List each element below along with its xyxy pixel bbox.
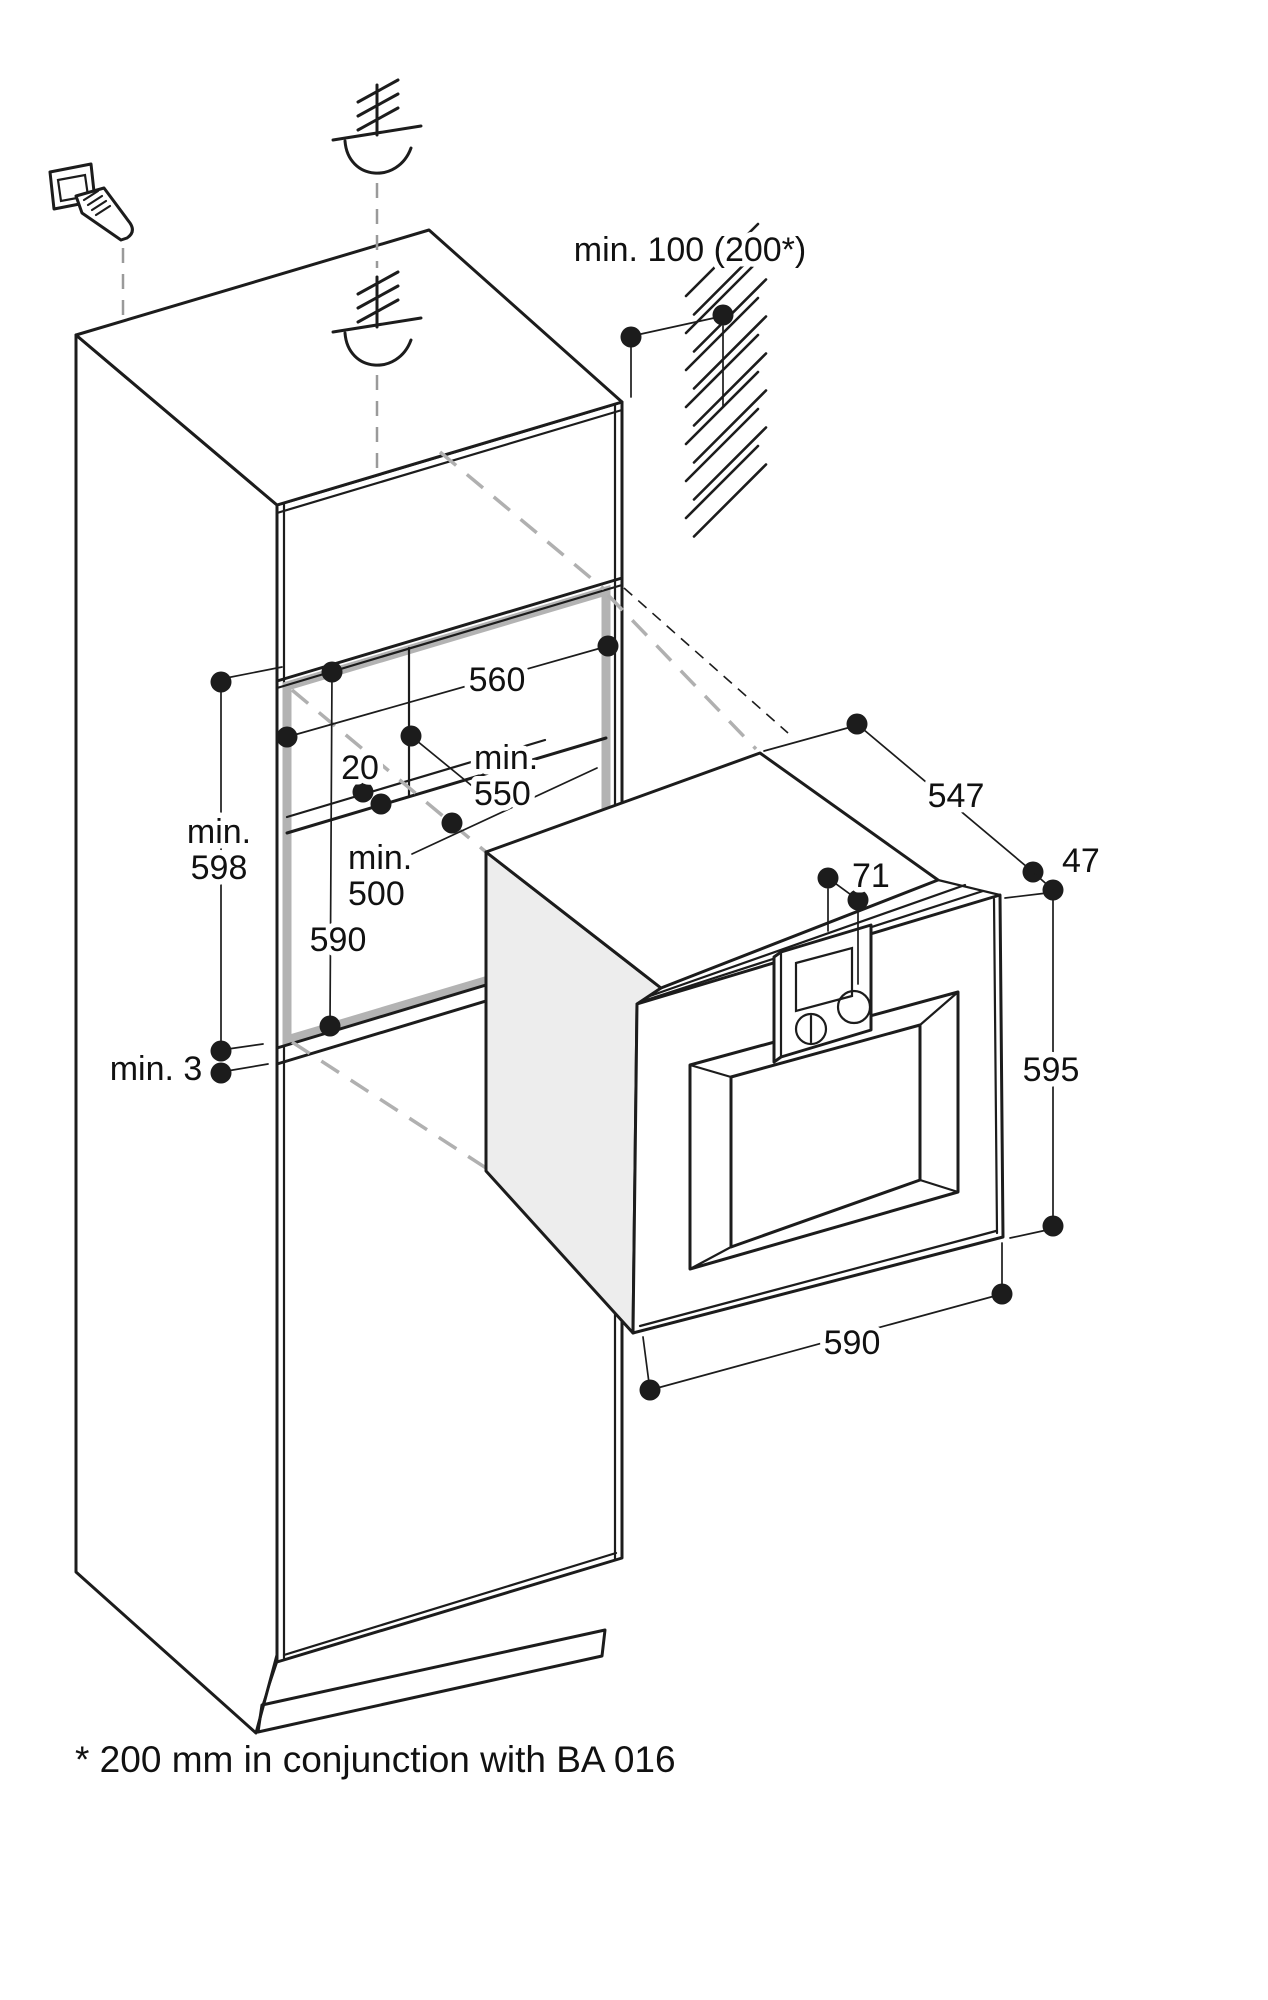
ceiling-anchor-icon bbox=[331, 78, 423, 175]
dim-oven-height-label: 595 bbox=[1023, 1051, 1080, 1089]
projection-lines bbox=[290, 450, 789, 1170]
dim-niche-depth-label-2: 550 bbox=[474, 775, 531, 813]
dim-setback-label: 20 bbox=[341, 749, 379, 787]
footnote: * 200 mm in conjunction with BA 016 bbox=[75, 1739, 676, 1780]
control-display bbox=[794, 946, 854, 1013]
right-knob bbox=[836, 989, 872, 1025]
dim-left-height-label-2: 598 bbox=[191, 849, 248, 887]
wall-hatch bbox=[684, 222, 768, 538]
dim-top-clearance-label: min. 100 (200*) bbox=[574, 231, 806, 269]
cabinet-left-face bbox=[74, 333, 279, 1735]
dimension-labels: min. 100 (200*) 560 20 min. 550 min. 598… bbox=[75, 226, 1105, 1781]
left-knob bbox=[794, 1012, 828, 1046]
oven bbox=[484, 751, 1005, 1335]
oven-control-panel bbox=[772, 923, 873, 1064]
dim-oven-depth-label: 547 bbox=[928, 777, 985, 815]
dim-floor-depth-label-2: 500 bbox=[348, 875, 405, 913]
dim-oven-width-label: 590 bbox=[824, 1324, 881, 1362]
ceiling-anchor-icon bbox=[331, 270, 423, 367]
dimension-lines bbox=[210, 304, 1064, 1401]
dim-left-height-label-1: min. bbox=[187, 813, 251, 851]
mains-centerline bbox=[331, 78, 423, 468]
dim-floor-depth-label-1: min. bbox=[348, 839, 412, 877]
dim-niche-width-label: 560 bbox=[469, 661, 526, 699]
dim-niche-depth-label-1: min. bbox=[474, 739, 538, 777]
dim-panel-depth-label: 71 bbox=[852, 857, 890, 895]
dim-niche-height-label: 590 bbox=[310, 921, 367, 959]
dim-bottom-gap-label: min. 3 bbox=[110, 1050, 203, 1088]
dim-front-overhang-label: 47 bbox=[1062, 842, 1100, 880]
cabinet-top-face bbox=[74, 228, 624, 507]
power-plug-icon bbox=[48, 162, 134, 320]
cabinet-plinth bbox=[256, 1628, 607, 1734]
